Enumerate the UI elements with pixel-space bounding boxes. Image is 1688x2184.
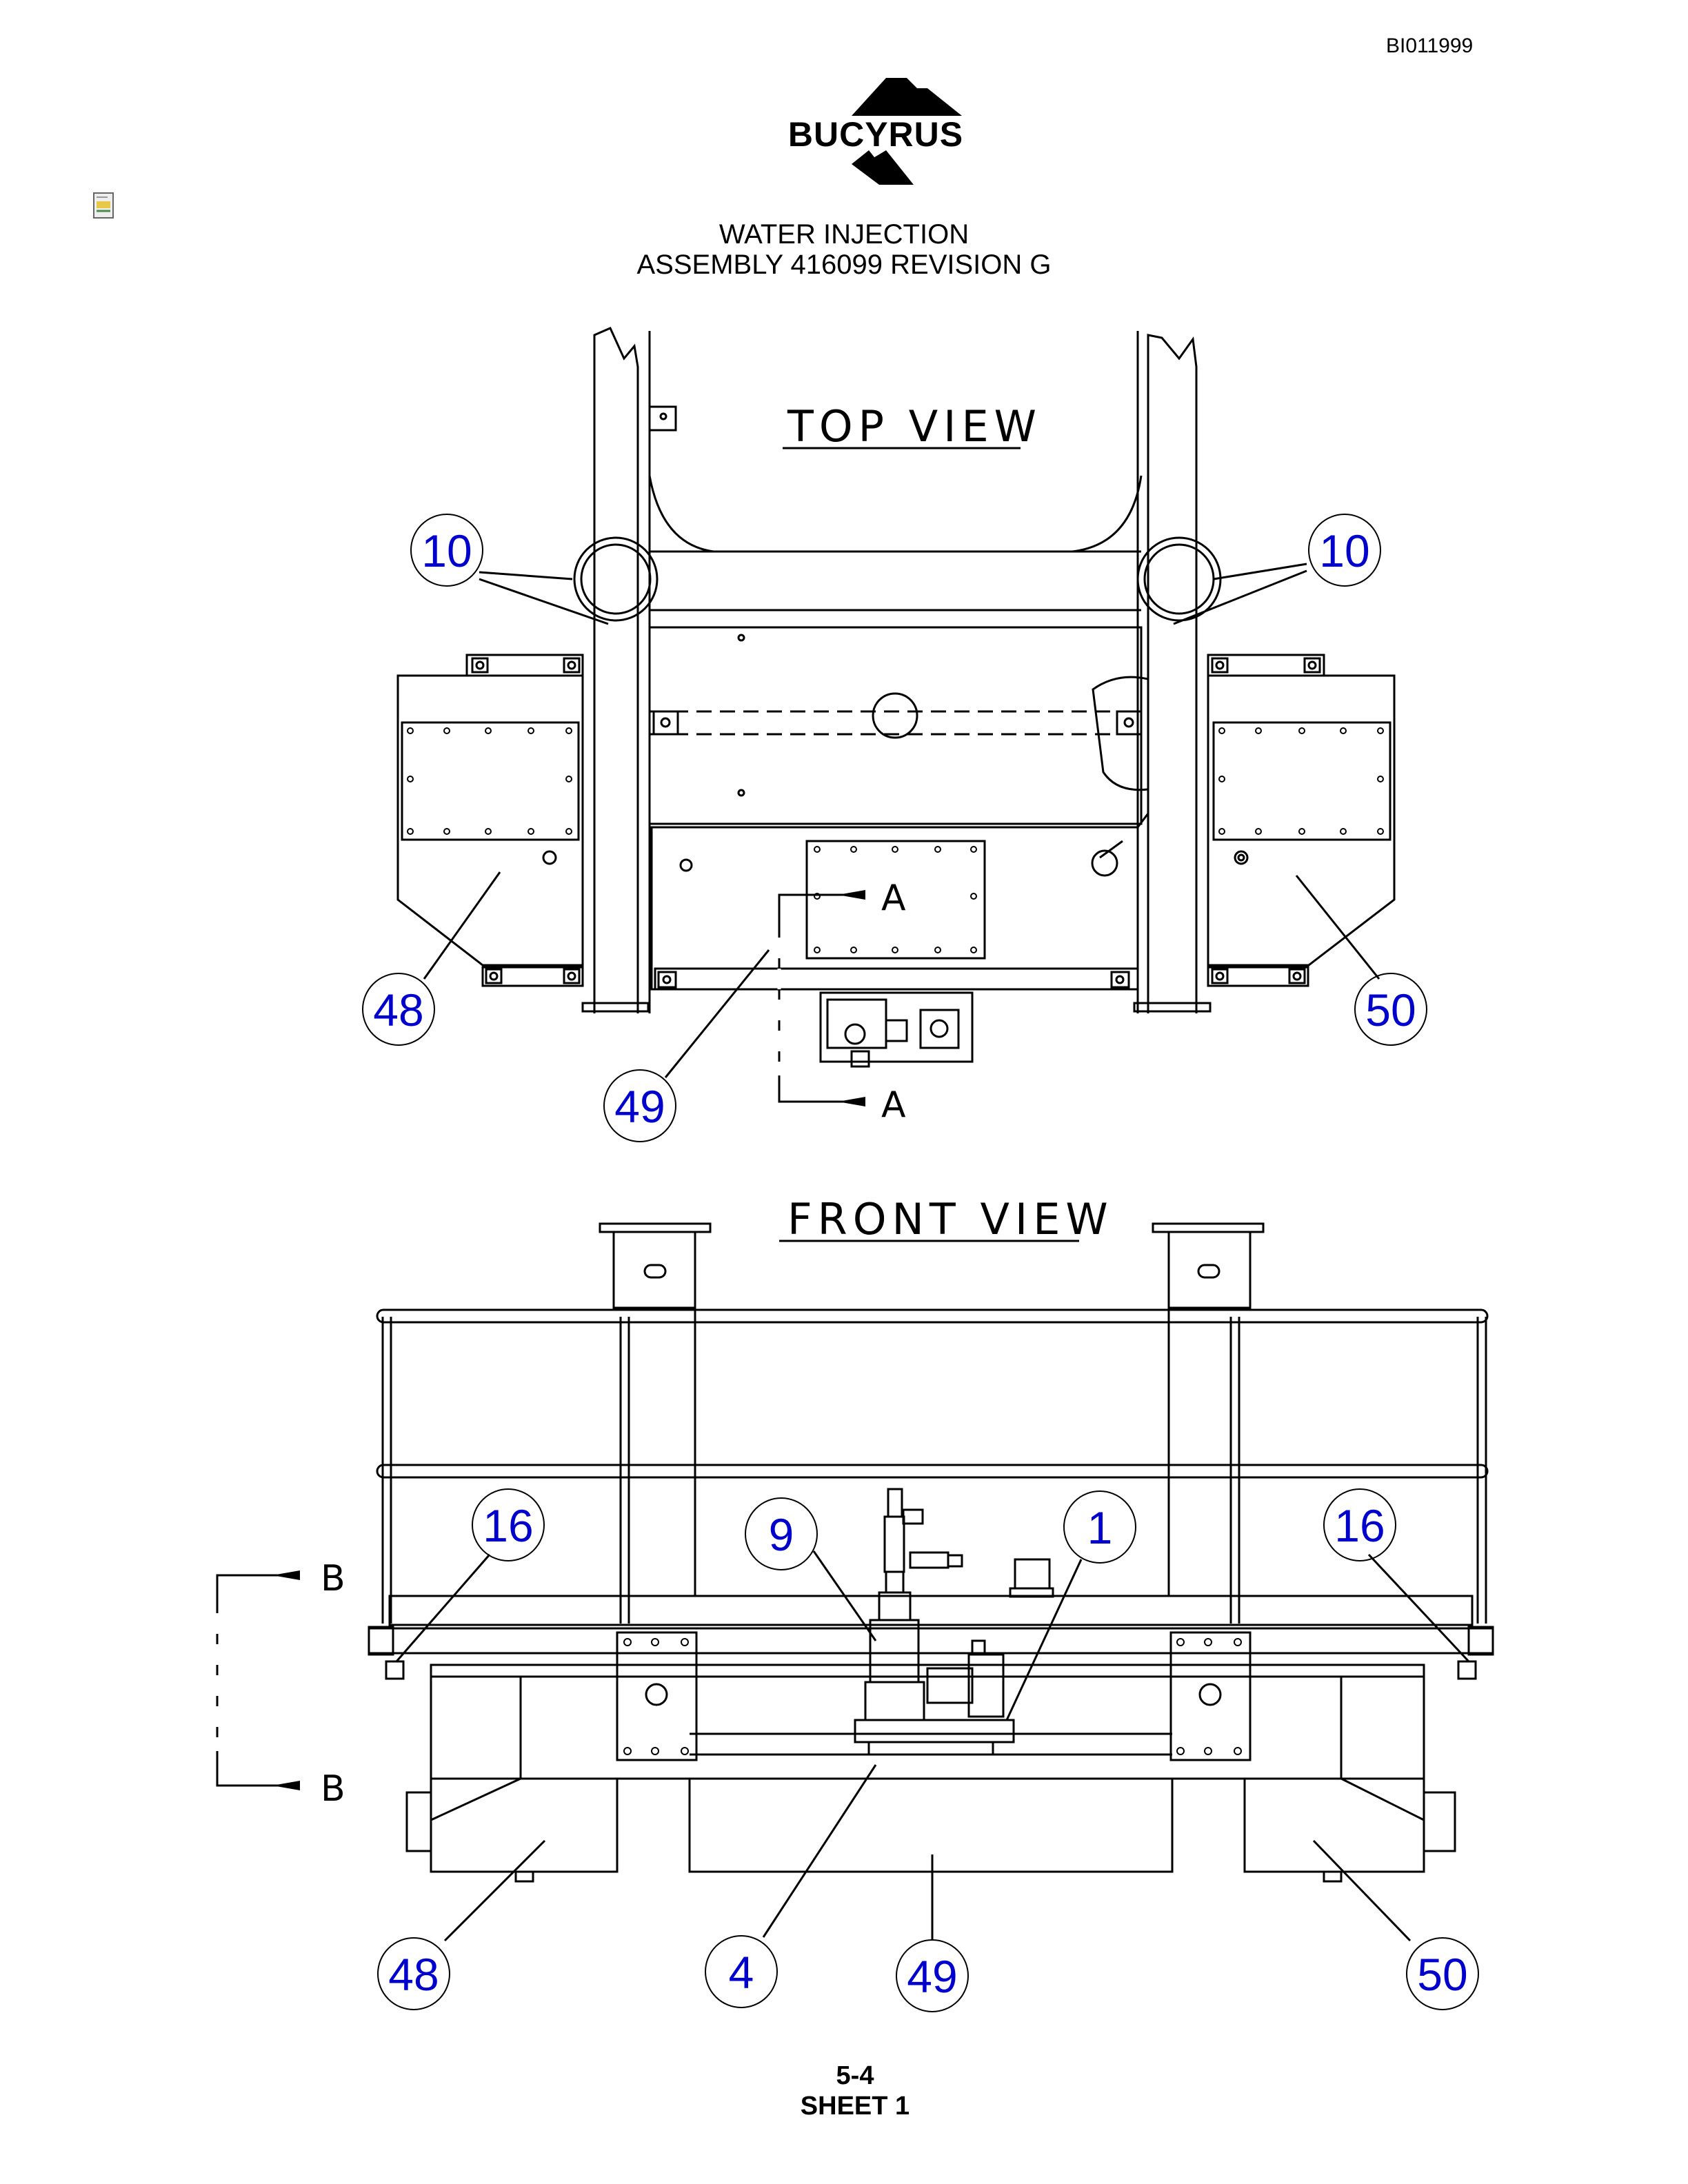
drawing-title: WATER INJECTION xyxy=(719,219,969,250)
top-view-label: TOP VIEW xyxy=(787,401,1042,452)
callout-16-left: 16 xyxy=(472,1488,545,1561)
callout-49-front: 49 xyxy=(896,1939,969,2012)
callout-10-left: 10 xyxy=(410,514,483,587)
svg-text:48: 48 xyxy=(373,984,423,1035)
svg-text:9: 9 xyxy=(769,1509,794,1560)
logo-text: BUCYRUS xyxy=(787,115,964,154)
callout-1: 1 xyxy=(1063,1490,1136,1564)
callout-49-top: 49 xyxy=(603,1069,676,1142)
svg-text:10: 10 xyxy=(421,525,472,576)
document-icon[interactable] xyxy=(91,192,119,219)
svg-text:1: 1 xyxy=(1087,1502,1113,1553)
svg-text:16: 16 xyxy=(1334,1500,1385,1551)
sheet-number: SHEET 1 xyxy=(800,2092,910,2121)
svg-text:48: 48 xyxy=(388,1949,439,2000)
section-a-label-bottom: A xyxy=(881,1084,906,1126)
callout-9: 9 xyxy=(745,1497,818,1570)
callout-48-front: 48 xyxy=(377,1937,450,2010)
section-a-label-top: A xyxy=(881,878,906,919)
callout-50-front: 50 xyxy=(1406,1937,1479,2010)
front-view: FRONT VIEW xyxy=(215,1194,1494,1942)
svg-text:4: 4 xyxy=(729,1947,754,1998)
section-b-label-bottom: B xyxy=(321,1768,345,1810)
drawing-subtitle: ASSEMBLY 416099 REVISION G xyxy=(636,250,1052,280)
callout-48-top: 48 xyxy=(362,973,435,1046)
section-b-label-top: B xyxy=(321,1558,345,1599)
svg-text:49: 49 xyxy=(614,1081,665,1132)
document-id: BI011999 xyxy=(1386,34,1474,57)
top-view: TOP VIEW xyxy=(396,327,1396,1126)
svg-text:50: 50 xyxy=(1365,984,1416,1035)
bucyrus-logo: BUCYRUS xyxy=(776,74,976,192)
svg-text:16: 16 xyxy=(483,1500,533,1551)
front-view-label: FRONT VIEW xyxy=(787,1194,1114,1244)
callout-16-right: 16 xyxy=(1323,1488,1396,1561)
callout-10-right: 10 xyxy=(1308,514,1381,587)
callout-50-top: 50 xyxy=(1354,973,1427,1046)
svg-text:50: 50 xyxy=(1417,1949,1467,2000)
logo-mark xyxy=(852,78,962,185)
svg-text:10: 10 xyxy=(1319,525,1369,576)
callout-4: 4 xyxy=(705,1935,778,2008)
svg-text:49: 49 xyxy=(907,1951,957,2002)
page-number: 5-4 xyxy=(836,2061,874,2090)
